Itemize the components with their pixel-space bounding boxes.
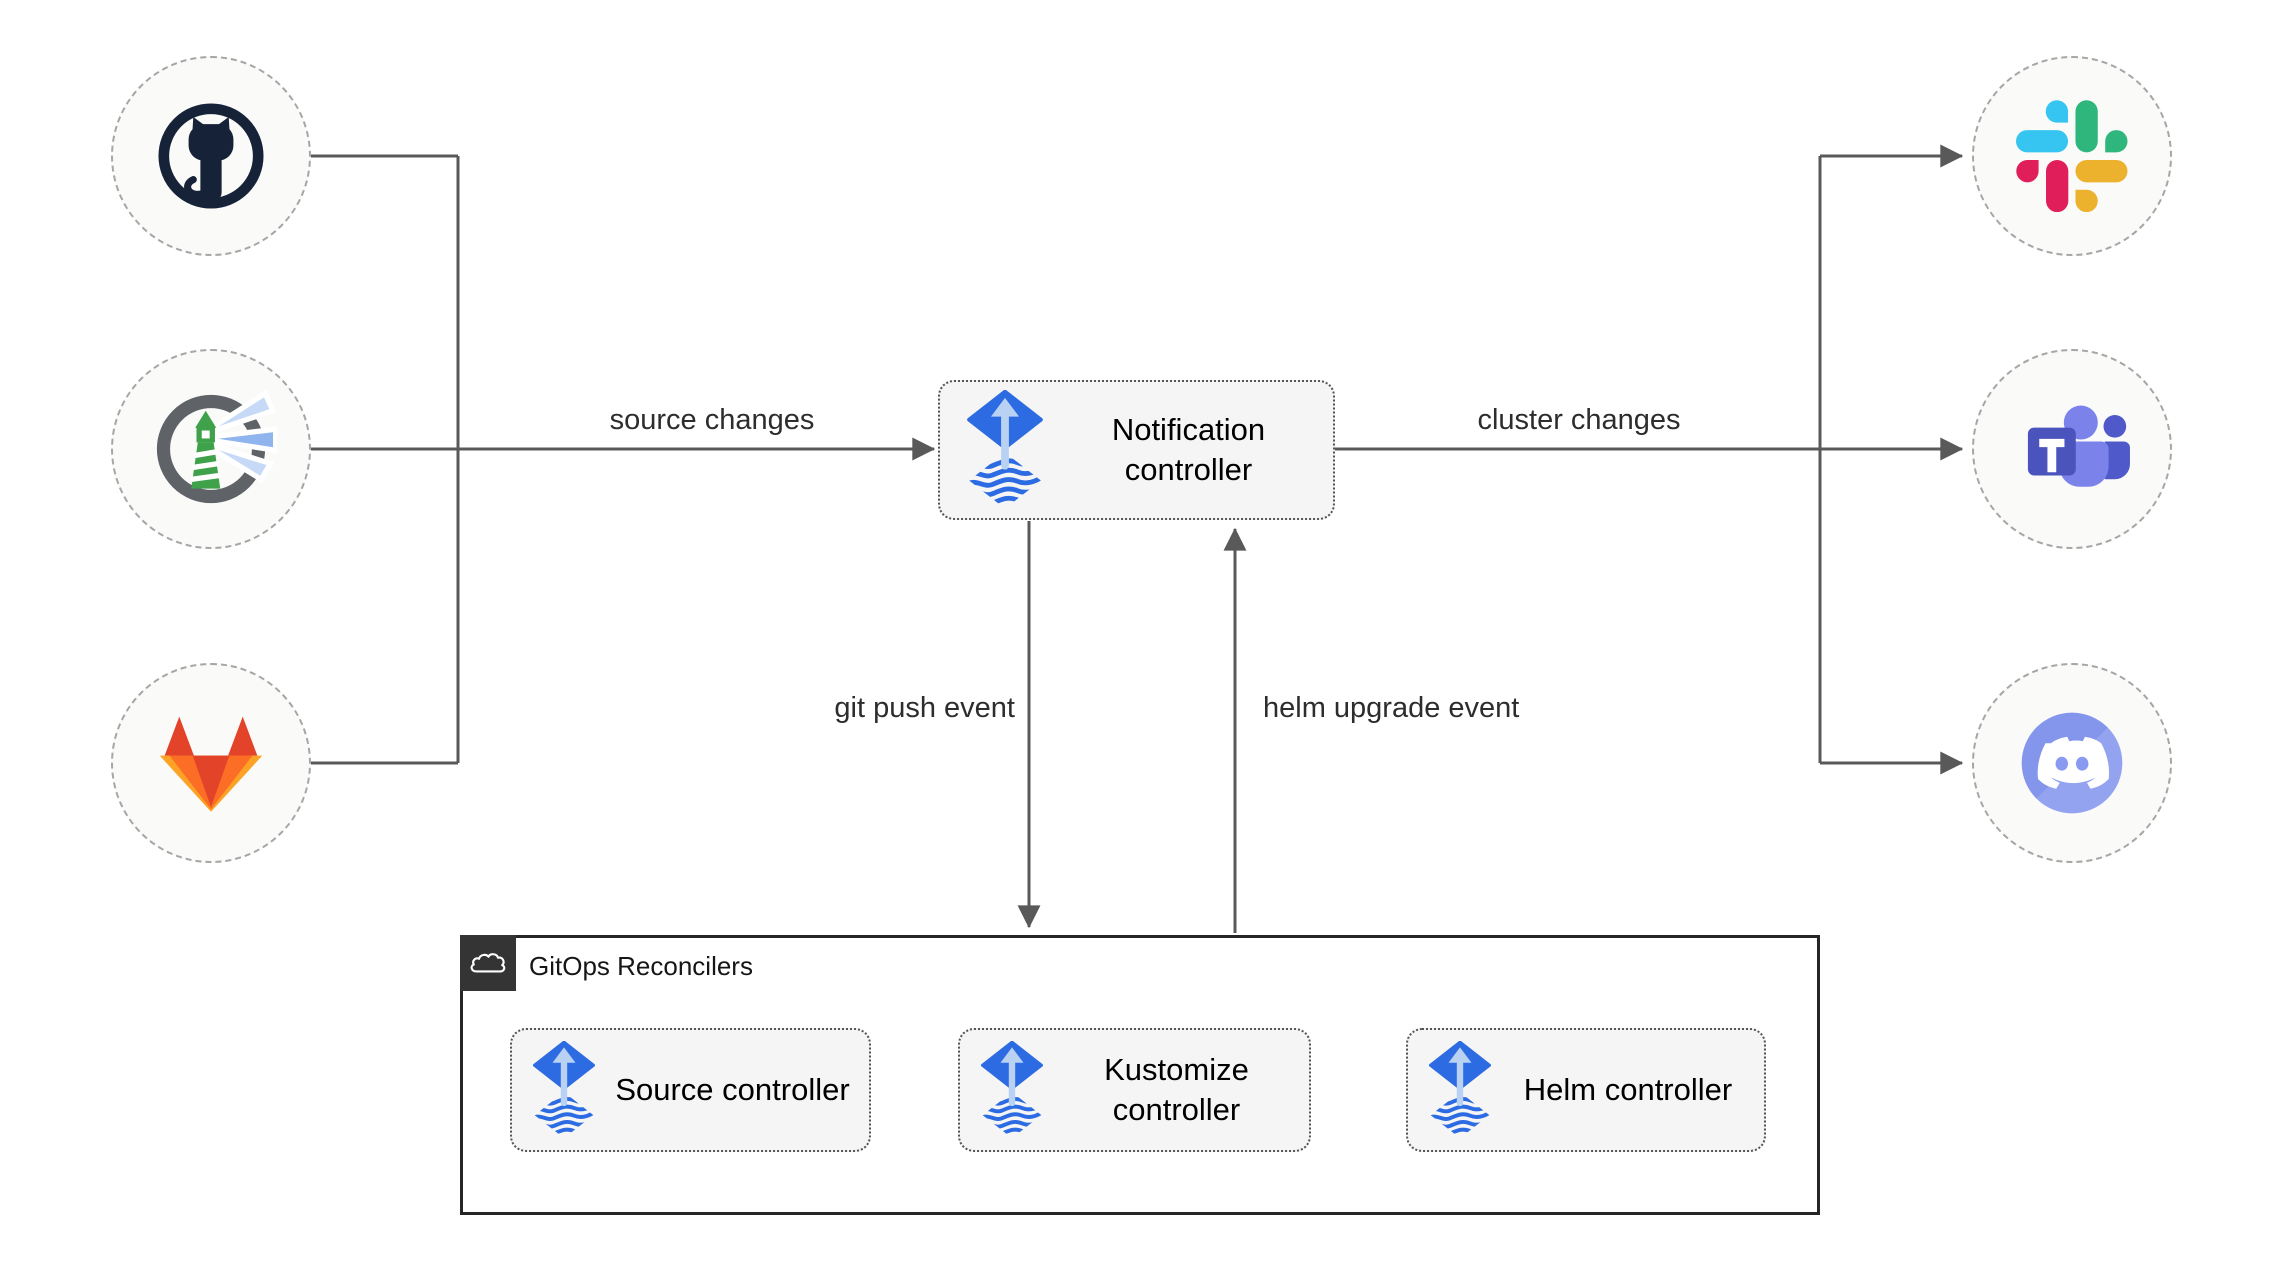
slack-icon	[2016, 100, 2128, 212]
container-title: GitOps Reconcilers	[529, 951, 753, 981]
target-node-teams	[1972, 349, 2172, 549]
cloud-icon	[468, 950, 508, 976]
left-bus-line	[311, 154, 460, 765]
edge-label-helm-upgrade-event: helm upgrade event	[1259, 692, 1607, 725]
github-icon	[152, 97, 270, 215]
flux-icon	[980, 1041, 1044, 1140]
teams-icon	[2009, 386, 2135, 512]
edge-label-git-push-event: git push event	[711, 692, 1019, 725]
flux-icon	[966, 390, 1044, 511]
target-node-discord	[1972, 663, 2172, 863]
source-node-harbor	[111, 349, 311, 549]
gitops-reconcilers-container: GitOps Reconcilers Source controller Kus…	[460, 935, 1820, 1215]
edge-label-cluster-changes: cluster changes	[1425, 404, 1733, 437]
notification-controller-label: Notification controller	[1111, 412, 1266, 487]
discord-icon	[2004, 695, 2140, 831]
helm-controller-node: Helm controller	[1406, 1028, 1766, 1152]
kustomize-controller-label: Kustomize controller	[1104, 1052, 1249, 1127]
edge-label-source-changes: source changes	[558, 404, 866, 437]
source-controller-label: Source controller	[615, 1072, 850, 1108]
gitlab-icon	[150, 702, 272, 824]
flux-icon	[532, 1041, 596, 1140]
target-node-slack	[1972, 56, 2172, 256]
kustomize-controller-node: Kustomize controller	[958, 1028, 1311, 1152]
source-controller-node: Source controller	[510, 1028, 871, 1152]
harbor-icon	[145, 383, 277, 515]
source-node-gitlab	[111, 663, 311, 863]
container-badge	[460, 935, 516, 991]
source-node-github	[111, 56, 311, 256]
notification-controller-node: Notification controller	[938, 380, 1335, 520]
flux-icon	[1428, 1041, 1492, 1140]
helm-controller-label: Helm controller	[1523, 1072, 1733, 1108]
